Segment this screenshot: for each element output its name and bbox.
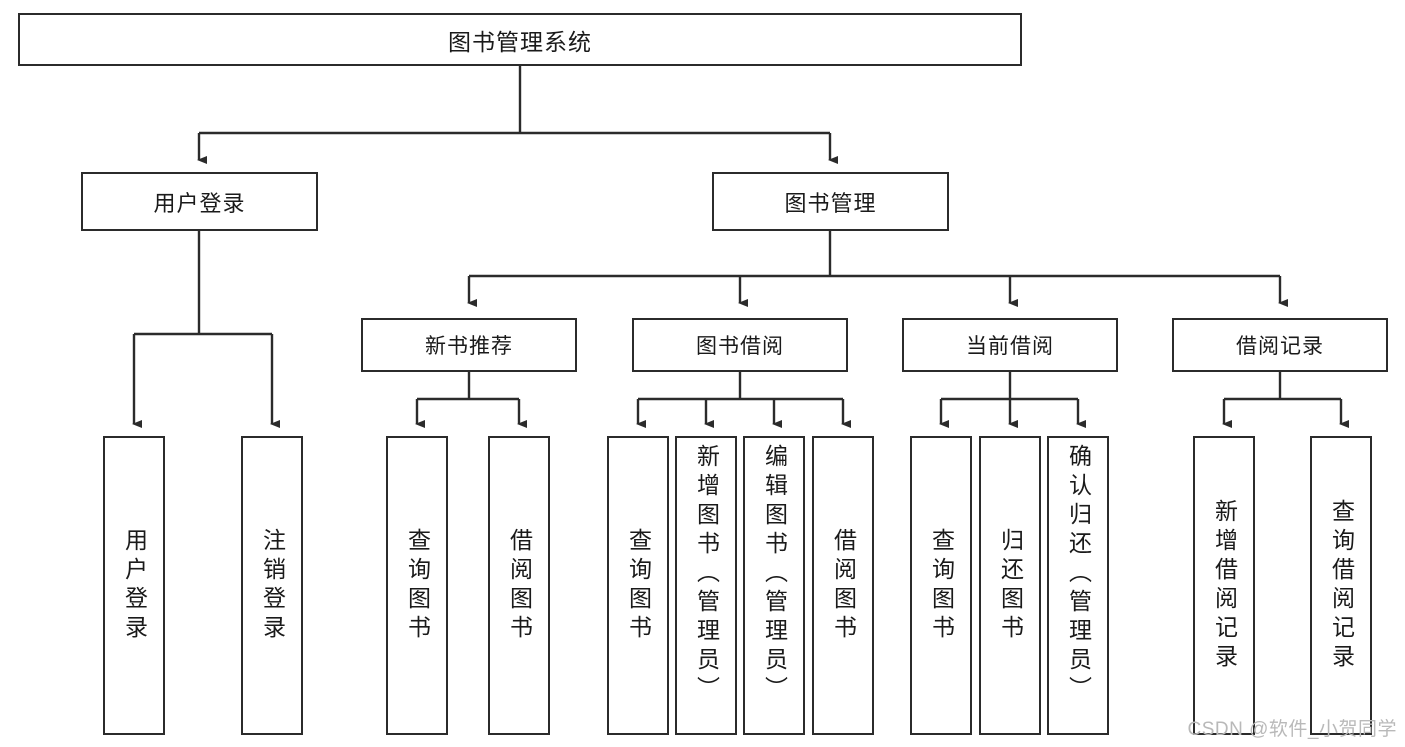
leaf-current-query-book[interactable]: 查询图书 — [910, 436, 972, 735]
node-book-borrow-label: 图书借阅 — [696, 335, 784, 358]
node-current-borrow-label: 当前借阅 — [966, 335, 1054, 358]
leaf-new-book-borrow[interactable]: 借阅图书 — [488, 436, 550, 735]
leaf-label: 归还图书 — [997, 527, 1024, 644]
node-current-borrow[interactable]: 当前借阅 — [902, 318, 1118, 372]
leaf-current-return-book[interactable]: 归还图书 — [979, 436, 1041, 735]
leaf-label: 借阅图书 — [830, 527, 857, 644]
leaf-label: 用户登录 — [121, 527, 148, 644]
leaf-user-login-logout[interactable]: 注销登录 — [241, 436, 303, 735]
leaf-borrow-borrow-book[interactable]: 借阅图书 — [812, 436, 874, 735]
node-user-login[interactable]: 用户登录 — [81, 172, 318, 231]
leaf-label: 编辑图书（管理员） — [761, 444, 788, 705]
leaf-label: 确认归还（管理员） — [1065, 444, 1092, 705]
node-root[interactable]: 图书管理系统 — [18, 13, 1022, 66]
leaf-record-add-record[interactable]: 新增借阅记录 — [1193, 436, 1255, 735]
node-new-book-recommend-label: 新书推荐 — [425, 335, 513, 358]
node-book-borrow[interactable]: 图书借阅 — [632, 318, 848, 372]
leaf-borrow-add-book-admin[interactable]: 新增图书（管理员） — [675, 436, 737, 735]
leaf-label: 查询图书 — [404, 527, 431, 644]
node-new-book-recommend[interactable]: 新书推荐 — [361, 318, 577, 372]
leaf-new-book-query[interactable]: 查询图书 — [386, 436, 448, 735]
leaf-label: 查询借阅记录 — [1328, 498, 1355, 673]
node-book-manage-label: 图书管理 — [784, 190, 877, 216]
leaf-label: 查询图书 — [928, 527, 955, 644]
leaf-label: 新增借阅记录 — [1211, 498, 1238, 673]
node-book-manage[interactable]: 图书管理 — [712, 172, 949, 231]
leaf-user-login-login[interactable]: 用户登录 — [103, 436, 165, 735]
leaf-label: 新增图书（管理员） — [693, 444, 720, 705]
node-borrow-record[interactable]: 借阅记录 — [1172, 318, 1388, 372]
leaf-label: 查询图书 — [625, 527, 652, 644]
node-root-label: 图书管理系统 — [448, 28, 592, 55]
leaf-current-confirm-return-admin[interactable]: 确认归还（管理员） — [1047, 436, 1109, 735]
node-user-login-label: 用户登录 — [153, 190, 246, 216]
node-borrow-record-label: 借阅记录 — [1236, 335, 1324, 358]
leaf-label: 借阅图书 — [506, 527, 533, 644]
leaf-borrow-query-book[interactable]: 查询图书 — [607, 436, 669, 735]
leaf-borrow-edit-book-admin[interactable]: 编辑图书（管理员） — [743, 436, 805, 735]
leaf-label: 注销登录 — [259, 527, 286, 644]
leaf-record-query-record[interactable]: 查询借阅记录 — [1310, 436, 1372, 735]
